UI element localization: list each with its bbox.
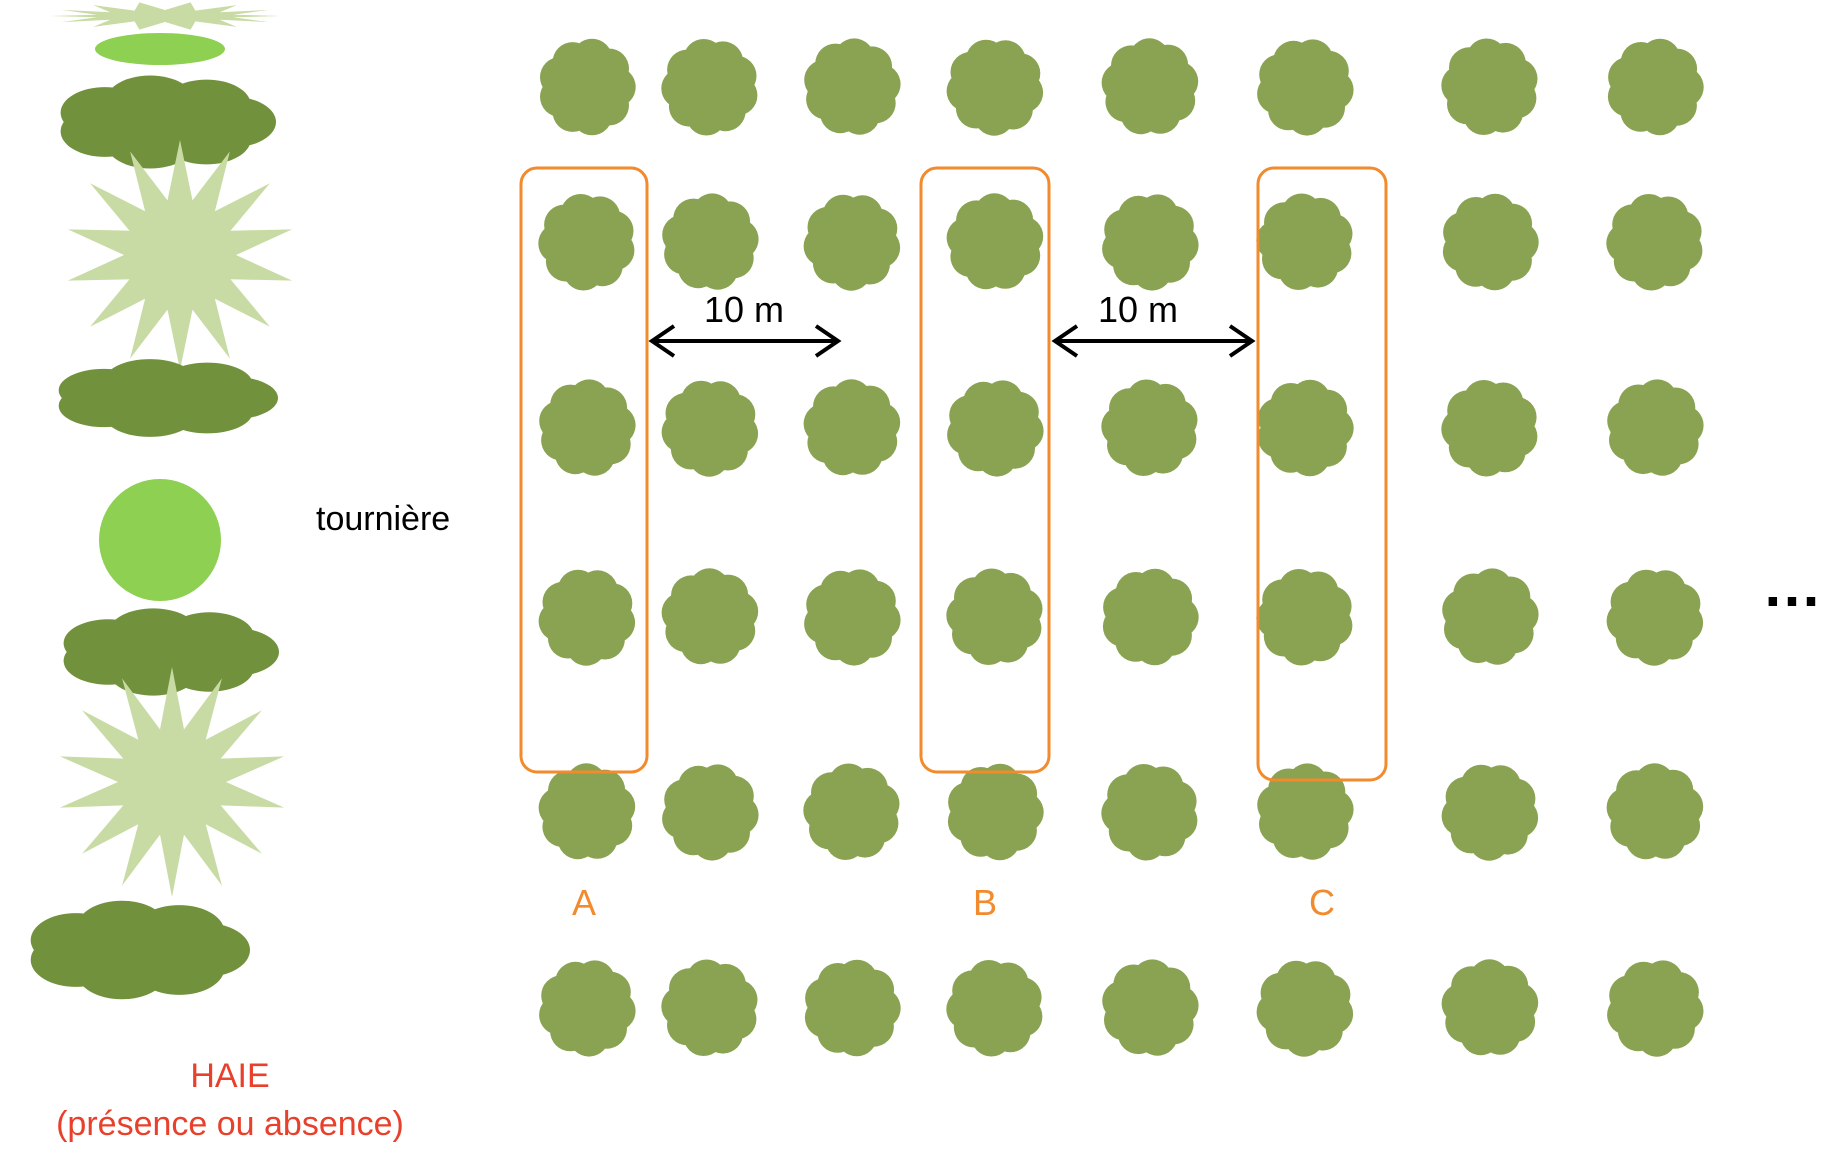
tree-icon xyxy=(539,379,636,476)
tree-icon xyxy=(1102,194,1199,291)
ellipsis: … xyxy=(1762,552,1822,619)
tree-icon xyxy=(1101,764,1198,861)
tree-icon xyxy=(1257,763,1354,860)
transect-box-b xyxy=(919,166,1051,774)
tree-icon xyxy=(1606,194,1703,291)
tree-icon xyxy=(1441,380,1538,477)
hedge-tree-icon xyxy=(59,667,285,897)
hedge-tree-icon xyxy=(95,33,225,65)
tree-icon xyxy=(1256,569,1353,666)
tree-icon xyxy=(1607,379,1704,476)
tree-icon xyxy=(1606,569,1704,666)
distance-label-1: 10 m xyxy=(704,289,784,330)
hedge-subtitle: (présence ou absence) xyxy=(56,1105,404,1143)
hedge-tree-icon xyxy=(50,2,280,30)
hedge-shrub-icon xyxy=(30,900,250,1000)
tree-icon xyxy=(662,764,759,861)
distance-arrow-2 xyxy=(1051,324,1256,358)
transect-box-a xyxy=(519,166,649,774)
tree-icon xyxy=(538,569,636,666)
tree-icon xyxy=(1606,763,1704,860)
hedge-shrub-icon xyxy=(63,608,279,696)
tree-icon xyxy=(946,193,1044,290)
hedge-column xyxy=(30,2,293,1000)
tree-icon xyxy=(661,959,758,1056)
tree-icon xyxy=(803,763,900,860)
hedge-shrub-icon xyxy=(60,75,276,169)
tree-icon xyxy=(803,379,901,476)
tree-icon xyxy=(946,568,1043,665)
transect-labels: A B C xyxy=(572,882,1335,923)
tree-icon xyxy=(803,194,901,291)
orchard-grid xyxy=(538,38,1704,1057)
tree-icon xyxy=(947,763,1044,861)
tree-icon xyxy=(1256,193,1353,290)
tree-icon xyxy=(946,960,1043,1057)
tree-icon xyxy=(1101,379,1198,476)
tree-icon xyxy=(1256,960,1354,1057)
tree-icon xyxy=(1441,764,1539,861)
transect-label-c: C xyxy=(1309,882,1335,923)
distance-arrow-1 xyxy=(648,324,842,358)
distance-label-2: 10 m xyxy=(1098,289,1178,330)
tree-icon xyxy=(1257,379,1354,477)
transect-label-b: B xyxy=(973,882,997,923)
transect-box-c xyxy=(1256,166,1388,782)
tree-icon xyxy=(1257,39,1354,136)
tree-icon xyxy=(804,569,901,666)
tree-icon xyxy=(538,194,635,291)
transect-boxes xyxy=(519,166,1388,782)
tree-icon xyxy=(1102,959,1199,1056)
hedge-title: HAIE xyxy=(190,1057,269,1095)
tree-icon xyxy=(1441,959,1539,1056)
tree-icon xyxy=(662,193,759,290)
tree-icon xyxy=(661,380,759,477)
row-end-label: tournière xyxy=(316,500,450,538)
hedge-tree-icon xyxy=(67,140,293,370)
tree-icon xyxy=(804,38,901,135)
distance-arrow-1-head-left xyxy=(648,324,676,358)
tree-icon xyxy=(1102,568,1199,666)
tree-icon xyxy=(1442,568,1539,665)
tree-icon xyxy=(804,959,901,1057)
tree-icon xyxy=(1101,38,1199,135)
tree-icon xyxy=(1607,960,1704,1057)
tree-icon xyxy=(1442,193,1539,291)
tree-icon xyxy=(661,39,758,136)
hedge-tree-icon xyxy=(99,479,221,601)
tree-icon xyxy=(1441,38,1538,135)
tree-icon xyxy=(1607,38,1704,136)
distance-arrow-2-head-right xyxy=(1228,324,1256,358)
distance-arrow-2-head-left xyxy=(1051,324,1079,358)
tree-icon xyxy=(946,39,1044,136)
tree-icon xyxy=(661,568,759,665)
distance-arrow-1-head-right xyxy=(814,324,842,358)
tree-icon xyxy=(538,763,636,860)
transect-label-a: A xyxy=(572,882,596,923)
hedge-shrub-icon xyxy=(58,359,278,437)
tree-icon xyxy=(540,38,636,136)
tree-icon xyxy=(947,380,1044,477)
tree-icon xyxy=(539,960,636,1057)
